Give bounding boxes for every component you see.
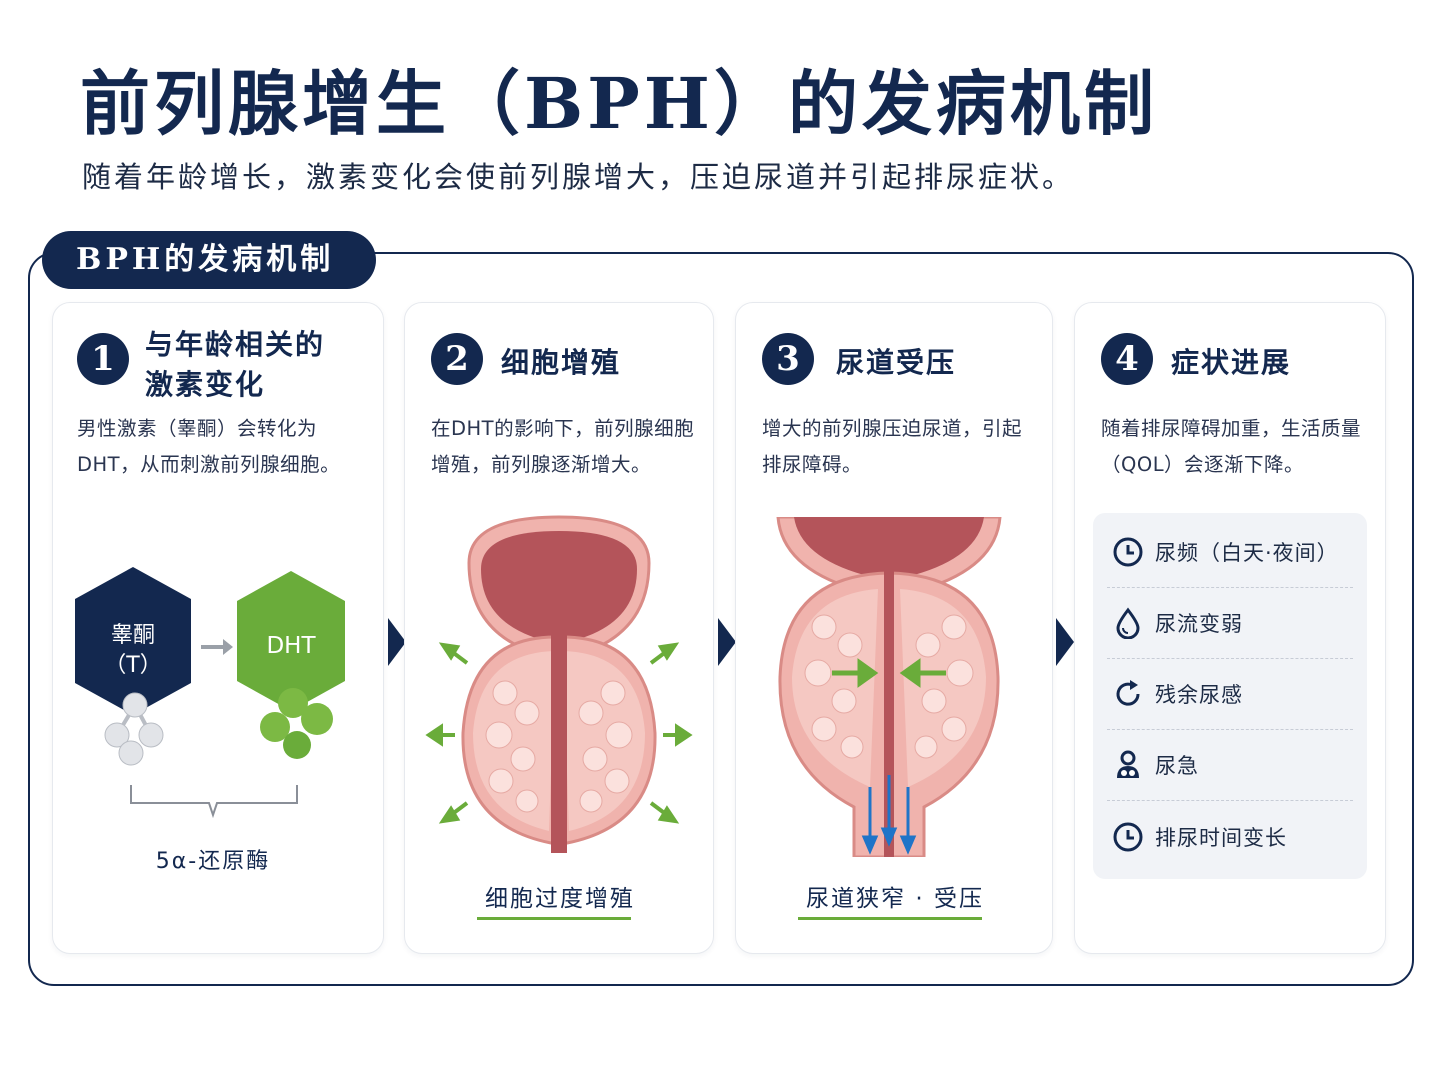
- enlarged-prostate-illustration: [425, 515, 693, 853]
- caption-3: 尿道狭窄 · 受压: [806, 886, 984, 912]
- testosterone-molecule: [104, 692, 164, 766]
- step-desc-4: 随着排尿障碍加重，生活质量 （QOL）会逐渐下降。: [1101, 417, 1362, 476]
- step-desc-1: 男性激素（睾酮）会转化为 DHT，从而刺激前列腺细胞。: [77, 417, 341, 476]
- dht-label: DHT: [266, 633, 316, 659]
- symptom-list: 尿频（白天·夜间） 尿流变弱 残余尿感 尿急 排尿时间变长: [1093, 513, 1367, 879]
- step-title-1: 与年龄相关的 激素变化: [145, 328, 326, 401]
- symptom-label: 残余尿感: [1155, 683, 1243, 707]
- dht-molecule: [260, 688, 333, 759]
- enzyme-label: 5α-还原酶: [155, 849, 271, 874]
- step-card-3: 3 尿道受压 增大的前列腺压迫尿道，引起 排尿障碍。: [735, 302, 1053, 954]
- chevron-right-icon: [718, 618, 736, 666]
- page-title: 前列腺增生（BPH）的发病机制: [80, 62, 1158, 145]
- caption-underline-3: [798, 917, 982, 920]
- step-card-2: 2 细胞增殖 在DHT的影响下，前列腺细胞 增殖，前列腺逐渐增大。: [404, 302, 714, 954]
- step-desc-2: 在DHT的影响下，前列腺细胞 增殖，前列腺逐渐增大。: [431, 417, 695, 476]
- step-number-3: 3: [762, 333, 814, 385]
- step-number-1: 1: [77, 333, 129, 385]
- symptom-item: 残余尿感: [1107, 659, 1353, 730]
- symptom-item: 尿急: [1107, 730, 1353, 801]
- symptom-label: 排尿时间变长: [1155, 825, 1287, 850]
- dht-hexagon: [237, 571, 345, 711]
- person-icon: [1111, 748, 1145, 782]
- symptom-label: 尿流变弱: [1155, 612, 1243, 636]
- chevron-right-icon: [388, 618, 406, 666]
- step-title-3: 尿道受压: [836, 346, 957, 379]
- step-title-4: 症状进展: [1171, 346, 1292, 379]
- testosterone-hexagon: [75, 567, 191, 715]
- chevron-right-icon: [1056, 618, 1074, 666]
- clock-icon: [1111, 820, 1145, 854]
- section-tab: BPH的发病机制: [42, 231, 376, 289]
- hormone-diagram: [75, 567, 345, 819]
- caption-2: 细胞过度增殖: [485, 886, 635, 912]
- step-card-1: 1 与年龄相关的 激素变化 男性激素（睾酮）会转化为 DHT，从而刺激前列腺细胞…: [52, 302, 384, 954]
- enzyme-brace: [130, 785, 298, 819]
- symptom-item: 尿频（白天·夜间）: [1107, 517, 1353, 588]
- droplet-icon: [1111, 606, 1145, 640]
- testosterone-label: 睾酮 （T）: [104, 623, 162, 678]
- step-desc-3: 增大的前列腺压迫尿道，引起 排尿障碍。: [762, 417, 1023, 476]
- symptom-item: 尿流变弱: [1107, 588, 1353, 659]
- step-number-2: 2: [431, 333, 483, 385]
- refresh-icon: [1111, 677, 1145, 711]
- symptom-label: 尿频（白天·夜间）: [1155, 541, 1339, 565]
- page-subtitle: 随着年龄增长，激素变化会使前列腺增大，压迫尿道并引起排尿症状。: [82, 160, 1075, 194]
- step-number-4: 4: [1101, 333, 1153, 385]
- symptom-item: 排尿时间变长: [1107, 801, 1353, 872]
- compressed-urethra-illustration: [776, 517, 1002, 857]
- clock-icon: [1111, 535, 1145, 569]
- step-title-2: 细胞增殖: [501, 346, 622, 379]
- mechanism-frame: [28, 252, 1414, 986]
- symptom-label: 尿急: [1155, 754, 1199, 778]
- caption-underline-2: [477, 917, 631, 920]
